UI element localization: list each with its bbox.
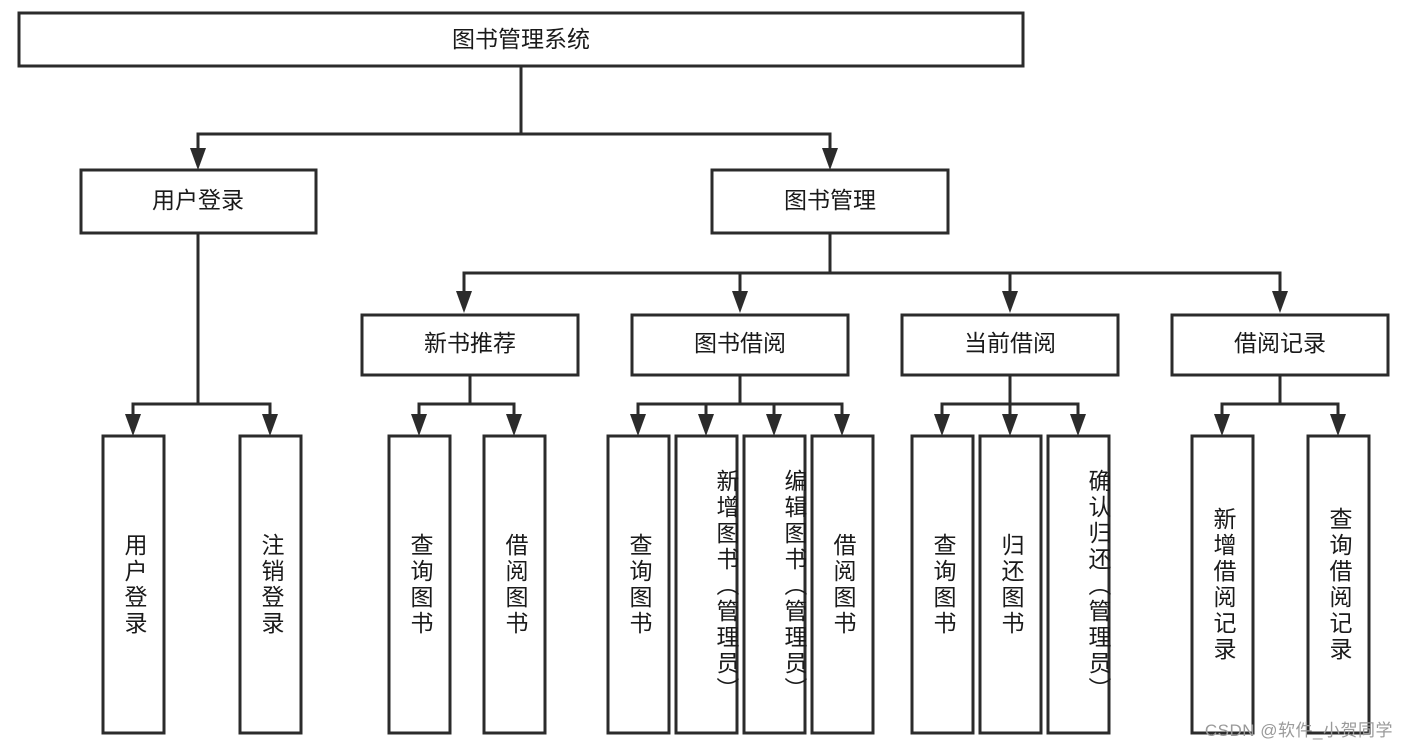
leaf-box-bb-borrow-book[interactable] — [810, 434, 875, 735]
leaf-box-cb-confirm-return[interactable] — [1046, 434, 1111, 735]
arrow-head-icon — [190, 148, 206, 170]
node-new-book-recommend-label: 新书推荐 — [424, 330, 516, 356]
node-borrow-record-label: 借阅记录 — [1234, 330, 1326, 356]
node-book-management-label: 图书管理 — [784, 187, 876, 213]
arrow-head-icon — [262, 414, 278, 436]
arrow-head-icon — [411, 414, 427, 436]
arrow-head-icon — [630, 414, 646, 436]
node-borrow-record-box[interactable] — [1170, 313, 1390, 377]
connector-new-book-to-leaves — [411, 373, 522, 436]
arrow-head-icon — [834, 414, 850, 436]
arrow-head-icon — [698, 414, 714, 436]
watermark: CSDN @软件_小贺同学 — [1204, 721, 1393, 740]
arrow-head-icon — [1002, 291, 1018, 313]
node-root-label: 图书管理系统 — [452, 26, 590, 52]
arrow-head-icon — [456, 291, 472, 313]
node-book-management-box[interactable] — [710, 168, 950, 235]
leaf-box-bb-query-book[interactable] — [606, 434, 671, 735]
arrow-head-icon — [1214, 414, 1230, 436]
node-root[interactable]: 图书管理系统 — [17, 11, 1025, 68]
node-root-box[interactable] — [17, 11, 1025, 68]
arrow-head-icon — [1272, 291, 1288, 313]
leaf-box-cb-return-book[interactable] — [978, 434, 1043, 735]
node-book-management[interactable]: 图书管理 — [710, 168, 950, 235]
node-book-borrow[interactable]: 图书借阅 — [630, 313, 850, 377]
node-user-login-box[interactable] — [79, 168, 318, 235]
arrow-head-icon — [125, 414, 141, 436]
connector-borrow-record-to-leaves — [1214, 373, 1346, 436]
arrow-head-icon — [822, 148, 838, 170]
leaf-box-nb-borrow-book[interactable] — [482, 434, 547, 735]
node-user-login[interactable]: 用户登录 — [79, 168, 318, 235]
leaf-box-nb-query-book[interactable] — [387, 434, 452, 735]
connector-book-mgmt-to-level3 — [456, 231, 1288, 313]
leaf-box-bb-edit-book[interactable] — [742, 434, 807, 735]
node-borrow-record[interactable]: 借阅记录 — [1170, 313, 1390, 377]
arrow-head-icon — [766, 414, 782, 436]
node-current-borrow[interactable]: 当前借阅 — [900, 313, 1120, 377]
leaf-box-bb-add-book[interactable] — [674, 434, 739, 735]
leaf-box-user-login[interactable] — [101, 434, 166, 735]
arrow-head-icon — [1330, 414, 1346, 436]
node-new-book-recommend-box[interactable] — [360, 313, 580, 377]
node-current-borrow-box[interactable] — [900, 313, 1120, 377]
node-book-borrow-label: 图书借阅 — [694, 330, 786, 356]
arrow-head-icon — [1070, 414, 1086, 436]
leaf-box-cb-query-book[interactable] — [910, 434, 975, 735]
leaf-box-br-add-record[interactable] — [1190, 434, 1255, 735]
connector-current-borrow-to-leaves — [934, 373, 1086, 436]
connector-root-to-level2 — [190, 64, 838, 170]
node-book-borrow-box[interactable] — [630, 313, 850, 377]
connector-book-borrow-to-leaves — [630, 373, 850, 436]
leaf-box-logout[interactable] — [238, 434, 303, 735]
node-new-book-recommend[interactable]: 新书推荐 — [360, 313, 580, 377]
arrow-head-icon — [1002, 414, 1018, 436]
node-current-borrow-label: 当前借阅 — [964, 330, 1056, 356]
arrow-head-icon — [732, 291, 748, 313]
arrow-head-icon — [934, 414, 950, 436]
leaf-box-br-query-record[interactable] — [1306, 434, 1371, 735]
connector-user-login-to-leaves — [125, 231, 278, 436]
arrow-head-icon — [506, 414, 522, 436]
node-user-login-label: 用户登录 — [152, 187, 244, 213]
